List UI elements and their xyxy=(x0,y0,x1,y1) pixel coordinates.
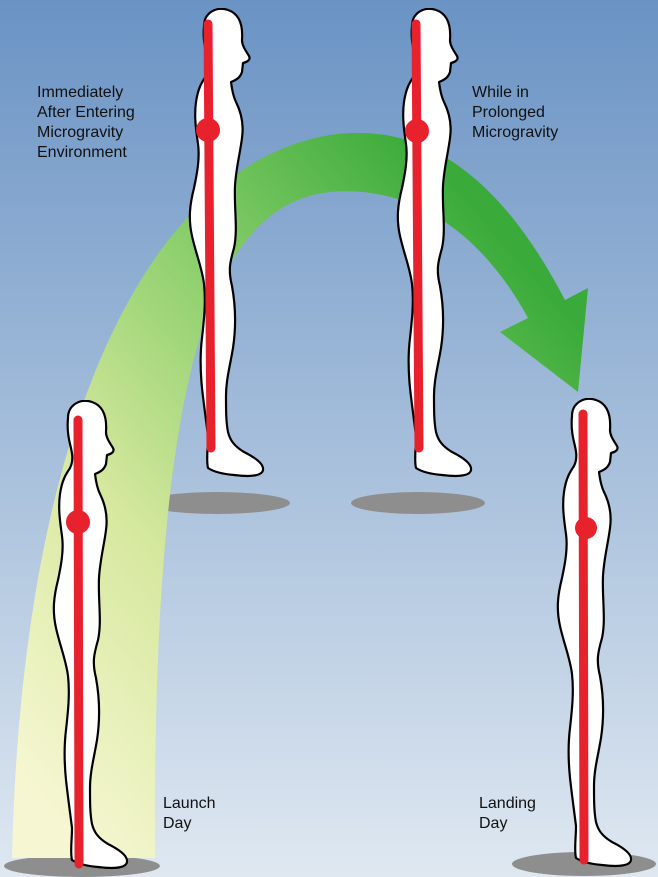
label-entering-line: Immediately xyxy=(37,83,135,103)
label-entering-line: Microgravity xyxy=(37,123,135,143)
label-entering-line: After Entering xyxy=(37,103,135,123)
label-prolonged-line: While in xyxy=(472,83,558,103)
spine-line-entering xyxy=(208,24,211,448)
label-launch-line: Launch xyxy=(163,794,216,814)
label-launch-line: Day xyxy=(163,814,216,834)
center-of-mass-marker-entering xyxy=(196,118,220,142)
spine-line-landing xyxy=(583,414,584,860)
label-entering-line: Environment xyxy=(37,143,135,163)
label-entering: Immediately After Entering Microgravity … xyxy=(37,83,135,163)
label-prolonged-line: Prolonged xyxy=(472,103,558,123)
shadow-prolonged xyxy=(351,492,485,514)
spine-line-prolonged xyxy=(416,24,419,448)
center-of-mass-marker-landing xyxy=(575,517,597,539)
spine-line-launch xyxy=(78,420,79,864)
label-landing: Landing Day xyxy=(479,794,536,834)
label-landing-line: Day xyxy=(479,814,536,834)
center-of-mass-marker-prolonged xyxy=(405,119,429,143)
label-landing-line: Landing xyxy=(479,794,536,814)
label-prolonged-line: Microgravity xyxy=(472,123,558,143)
label-launch: Launch Day xyxy=(163,794,216,834)
label-prolonged: While in Prolonged Microgravity xyxy=(472,83,558,143)
center-of-mass-marker-launch xyxy=(66,510,90,534)
